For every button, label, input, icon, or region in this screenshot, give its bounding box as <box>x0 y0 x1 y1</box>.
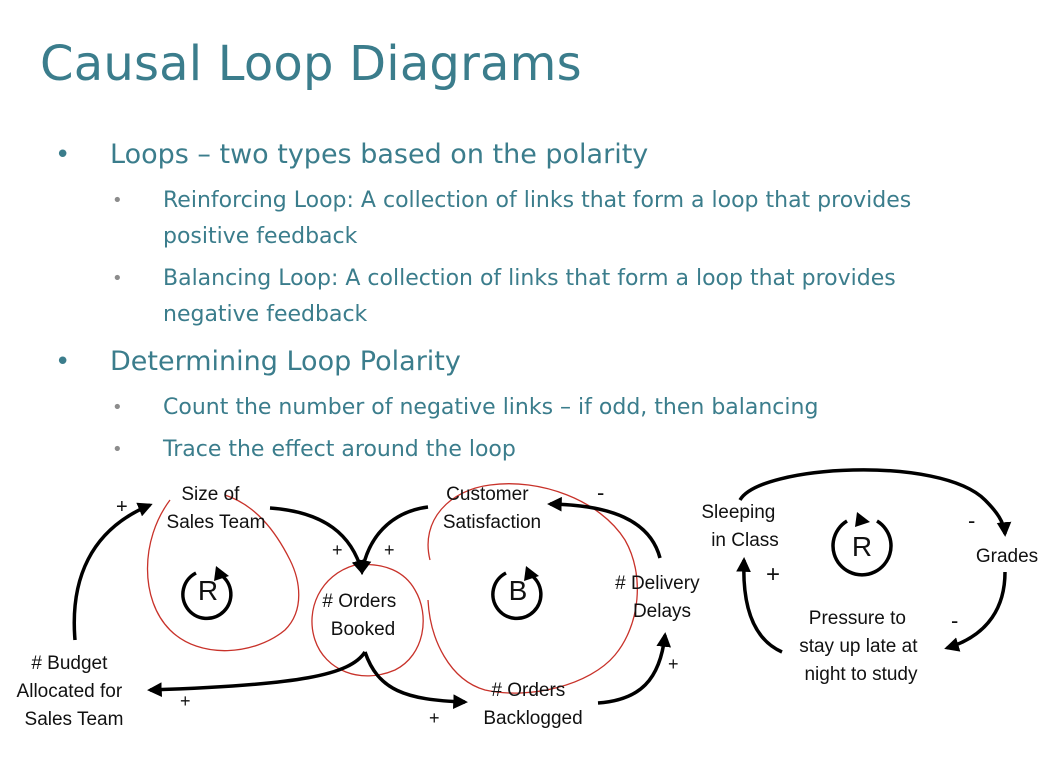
link-orders-to-budget <box>147 650 367 697</box>
loop-label-r1: R <box>198 575 218 606</box>
sub-bullet-count: Count the number of negative links – if … <box>163 395 819 420</box>
sign-grades-to-pressure: - <box>951 608 958 633</box>
link-delays-to-sat <box>547 496 662 559</box>
bullet-polarity: Determining Loop Polarity <box>110 346 461 377</box>
sub-bullet-line: negative feedback <box>163 302 368 327</box>
loop-arrow-icon <box>181 571 233 621</box>
loop-arrowhead-icon <box>524 566 539 581</box>
red-annotation-left <box>146 494 300 652</box>
bullet-dot: • <box>55 140 71 170</box>
sub-bullet-dot: • <box>112 268 123 289</box>
sign-budget-to-size: + <box>116 496 128 518</box>
sub-bullet-trace: Trace the effect around the loop <box>163 437 516 462</box>
node-size-sales-team: Size of Sales Team <box>167 484 266 533</box>
loop-arrowhead-icon <box>214 566 229 581</box>
sub-bullet-line: Reinforcing Loop: A collection of links … <box>163 188 912 213</box>
sub-bullet-line: positive feedback <box>163 224 358 249</box>
sign-sleep-to-grades: - <box>968 508 975 533</box>
loop-label-r2: R <box>852 531 872 562</box>
sub-bullet-reinforcing: Reinforcing Loop: A collection of links … <box>163 183 911 255</box>
link-pressure-to-sleep <box>736 557 783 654</box>
sign-size-to-orders: + <box>332 540 343 560</box>
sign-delays-to-sat: - <box>597 480 604 505</box>
loop-arrow-icon <box>491 571 543 621</box>
link-grades-to-pressure <box>944 571 1007 652</box>
sub-bullet-balancing: Balancing Loop: A collection of links th… <box>163 261 896 333</box>
sub-bullet-dot: • <box>112 439 123 460</box>
bullet-loops: Loops – two types based on the polarity <box>110 139 649 170</box>
node-sleeping-in-class: Sleeping in Class <box>701 502 780 551</box>
sub-bullet-line: Balancing Loop: A collection of links th… <box>163 266 896 291</box>
loop-symbol-reinforcing-2: R <box>831 512 893 577</box>
sign-pressure-to-sleep: + <box>766 561 780 588</box>
link-budget-to-size <box>72 502 153 641</box>
link-sat-to-orders <box>356 505 429 575</box>
node-budget-allocated: # Budget Allocated for Sales Team <box>17 653 128 730</box>
node-pressure: Pressure to stay up late at night to stu… <box>799 608 923 685</box>
diagram2-links <box>736 468 1012 654</box>
node-orders-booked: # Orders Booked <box>322 591 401 640</box>
node-delivery-delays: # Delivery Delays <box>615 573 705 622</box>
bullet-dot: • <box>55 347 71 377</box>
node-customer-satisfaction: Customer Satisfaction <box>443 484 541 533</box>
link-backlog-to-delays <box>597 632 672 705</box>
loop-arrowhead-icon <box>855 512 870 527</box>
node-orders-backlogged: # Orders Backlogged <box>483 680 582 729</box>
link-orders-to-backlog <box>363 651 468 709</box>
loop-arrow-icon <box>831 519 893 577</box>
sign-backlog-to-delays: + <box>668 654 679 674</box>
slide-title: Causal Loop Diagrams <box>40 36 582 92</box>
red-annotation-balancing <box>427 483 638 694</box>
node-grades: Grades <box>976 546 1038 567</box>
red-annotation-orders <box>311 563 424 677</box>
link-sleep-to-grades <box>738 468 1012 537</box>
link-size-to-orders <box>269 506 367 575</box>
red-annotation-strokes <box>146 483 638 694</box>
loop-symbol-reinforcing-1: R <box>181 566 233 621</box>
sign-sat-to-orders: + <box>384 540 395 560</box>
diagram1-links <box>72 496 672 709</box>
sub-bullet-dot: • <box>112 190 123 211</box>
sign-orders-to-budget: + <box>180 691 191 711</box>
sub-bullet-dot: • <box>112 397 123 418</box>
loop-symbol-balancing: B <box>491 566 543 621</box>
sign-orders-to-backlog: + <box>429 708 440 728</box>
loop-label-b: B <box>509 575 528 606</box>
